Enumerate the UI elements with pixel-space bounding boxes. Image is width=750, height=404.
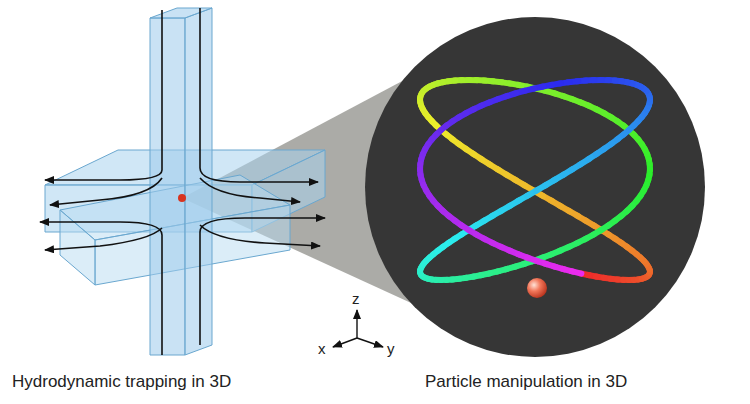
axis-label: z [352,290,360,307]
flow-lines [40,8,325,355]
axis-label: y [387,340,395,357]
trajectory [420,80,650,280]
axis-label: x [318,340,326,357]
trapped-particle [178,194,186,202]
axes [333,310,383,347]
caption-text: Hydrodynamic trapping in 3D [12,372,231,392]
particle-sphere [527,278,547,298]
magnified-view [365,17,705,357]
trajectory-segment [571,271,581,273]
caption-text: Particle manipulation in 3D [425,372,627,392]
